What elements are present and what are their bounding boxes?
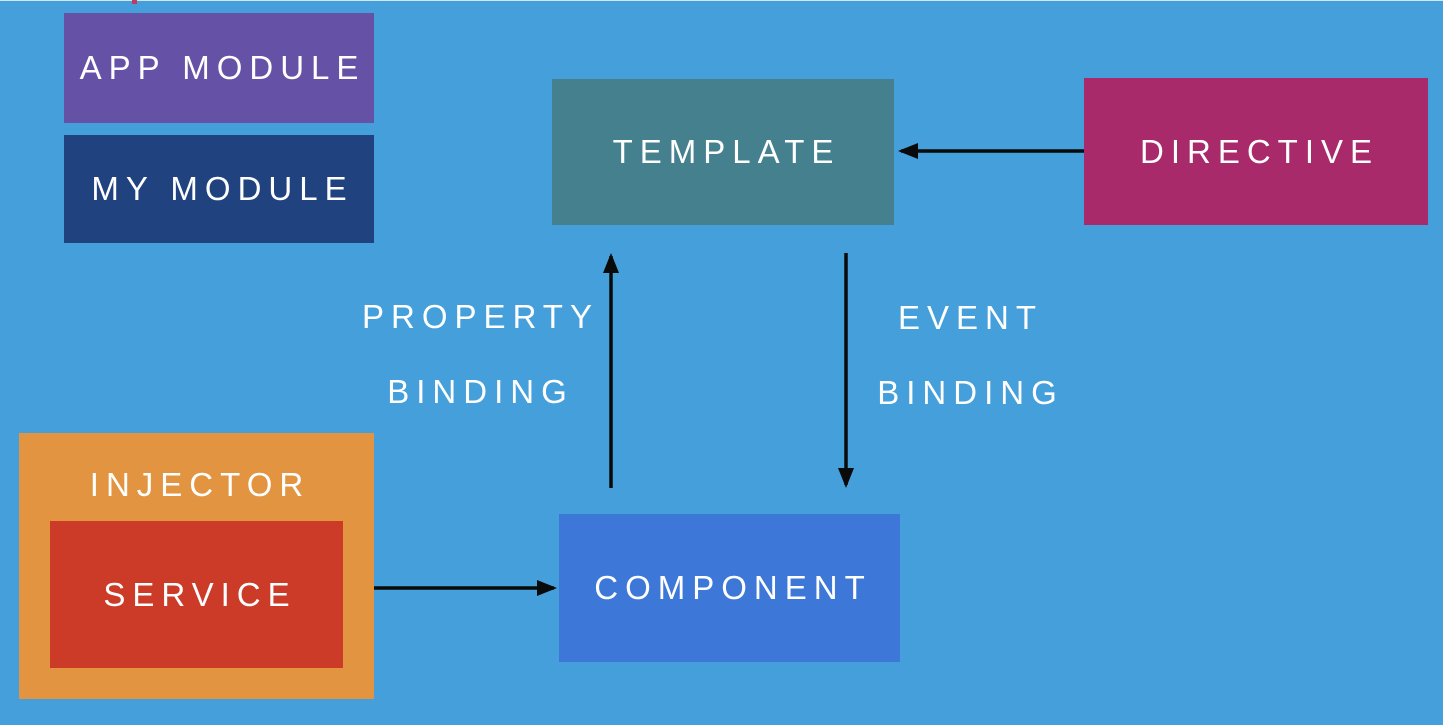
event-binding-label: EVENT BINDING — [847, 280, 1087, 430]
event-binding-line2: BINDING — [877, 374, 1064, 411]
artifact-mark — [132, 0, 137, 4]
app-module-box: APP MODULE — [64, 13, 374, 123]
component-box: COMPONENT — [559, 514, 900, 662]
property-binding-line1: PROPERTY — [362, 298, 599, 335]
property-binding-label: PROPERTY BINDING — [357, 279, 597, 429]
service-box: SERVICE — [50, 521, 343, 668]
component-label: COMPONENT — [594, 569, 872, 606]
app-module-label: APP MODULE — [79, 49, 366, 86]
my-module-box: MY MODULE — [64, 135, 374, 243]
directive-box: DIRECTIVE — [1084, 78, 1428, 225]
injector-box: INJECTOR SERVICE — [19, 433, 374, 699]
template-box: TEMPLATE — [552, 79, 894, 225]
top-edge-line — [0, 0, 1443, 1]
event-binding-line1: EVENT — [897, 299, 1044, 336]
service-label: SERVICE — [103, 575, 297, 613]
directive-label: DIRECTIVE — [1139, 132, 1380, 170]
my-module-label: MY MODULE — [91, 170, 354, 207]
property-binding-line2: BINDING — [387, 373, 574, 410]
injector-label: INJECTOR — [89, 466, 311, 503]
template-label: TEMPLATE — [612, 133, 841, 170]
